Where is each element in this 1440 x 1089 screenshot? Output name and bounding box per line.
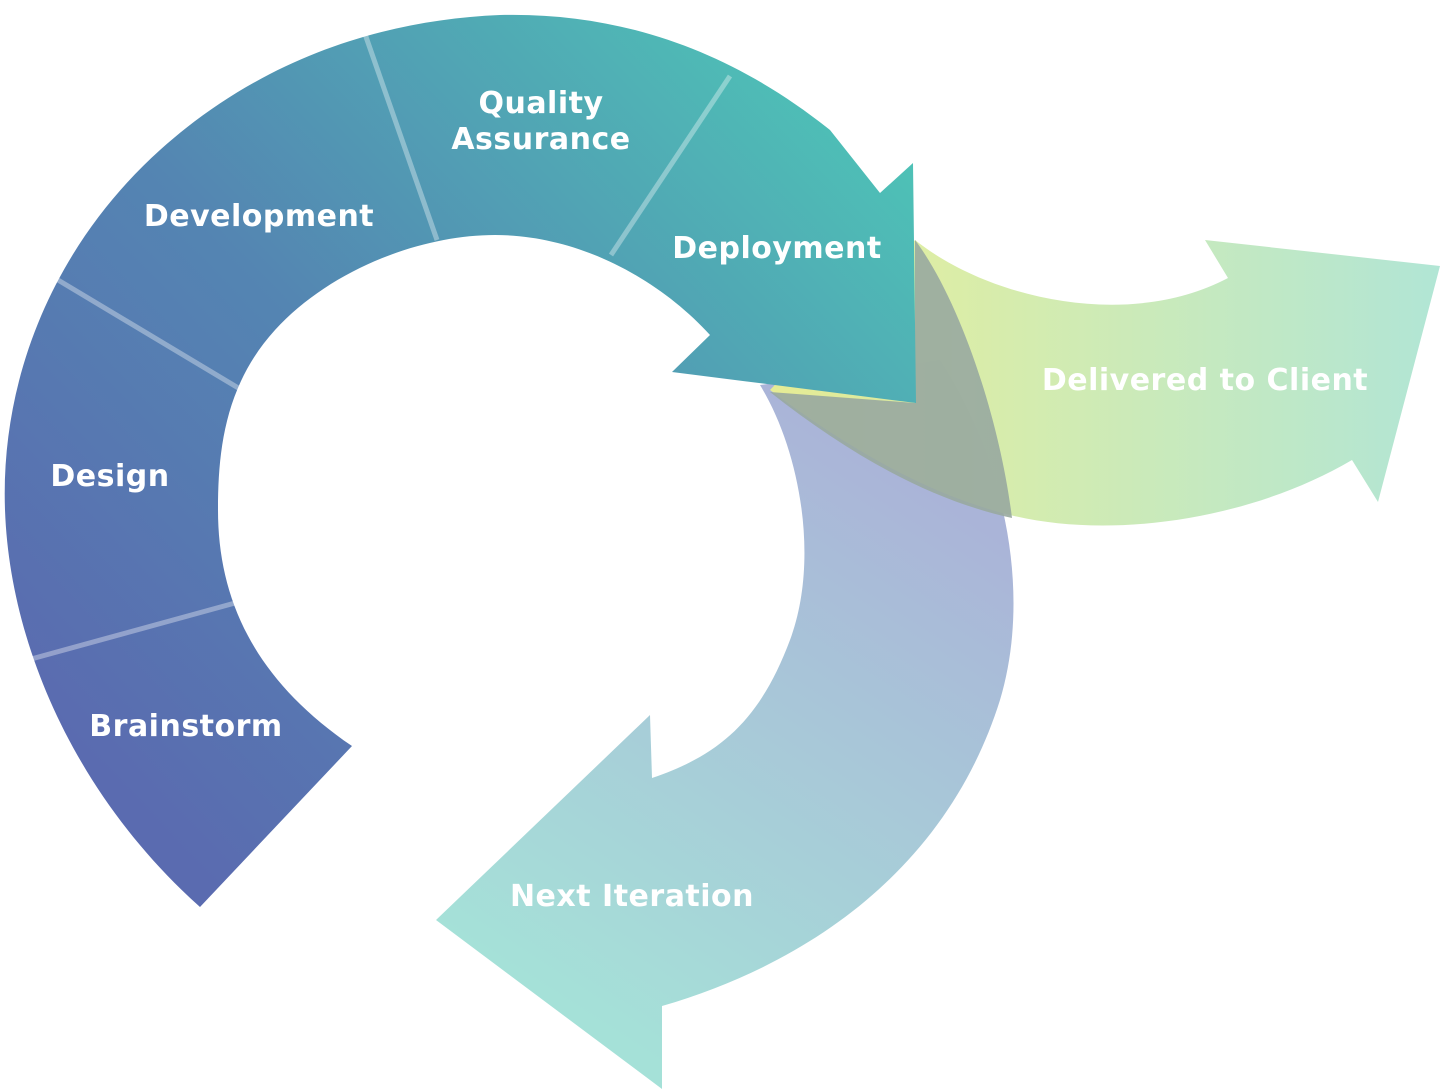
stage-label-design: Design — [50, 459, 169, 494]
stage-label-quality: Quality — [478, 86, 603, 121]
overlap-region — [770, 240, 1012, 518]
divider-brainstorm-design — [23, 600, 236, 664]
cycle-ring — [4, 14, 917, 908]
stage-label-brainstorm: Brainstorm — [89, 709, 282, 744]
divider-development-qa — [362, 33, 440, 241]
divider-design-development — [56, 277, 247, 395]
delivered-to-client-label: Delivered to Client — [1042, 363, 1368, 398]
stage-label-development: Development — [144, 199, 374, 234]
stage-label-assurance: Assurance — [451, 122, 630, 157]
divider-qa-deployment — [608, 74, 733, 257]
stage-label-deployment: Deployment — [672, 231, 881, 266]
next-iteration-arrow — [436, 360, 1014, 1089]
next-iteration-label: Next Iteration — [510, 879, 754, 914]
